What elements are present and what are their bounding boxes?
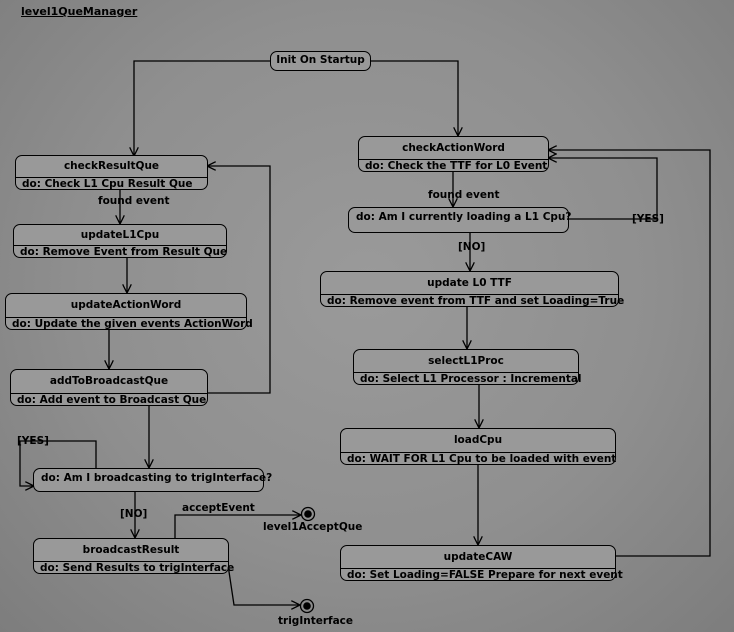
broadcasting-decision-state[interactable]: do: Am I broadcasting to trigInterface? bbox=[33, 468, 272, 492]
transition-accept-event bbox=[174, 515, 300, 540]
state-name: loadCpu bbox=[453, 434, 503, 446]
state-name: updateL1Cpu bbox=[80, 229, 160, 241]
broadcasting-decision-label: do: Am I broadcasting to trigInterface? bbox=[41, 472, 273, 484]
state-action: do: Check L1 Cpu Result Que bbox=[16, 177, 207, 190]
found-event-left-label: found event bbox=[98, 195, 170, 207]
load-cpu-state[interactable]: loadCpu do: WAIT FOR L1 Cpu to be loaded… bbox=[340, 428, 616, 465]
yes-right-label: [YES] bbox=[632, 213, 664, 225]
update-l0-ttf-state[interactable]: update L0 TTF do: Remove event from TTF … bbox=[320, 271, 624, 307]
accept-event-label: acceptEvent bbox=[182, 502, 255, 514]
transition-yes-loop-left bbox=[19, 440, 97, 486]
loading-decision-state[interactable]: do: Am I currently loading a L1 Cpu? bbox=[348, 207, 572, 233]
state-action: do: Add event to Broadcast Que bbox=[11, 393, 207, 406]
transition-yes-loop-right bbox=[549, 158, 658, 220]
loading-decision-label: do: Am I currently loading a L1 Cpu? bbox=[356, 211, 572, 223]
no-right-label: [NO] bbox=[458, 241, 486, 253]
transition-init-to-checkresultque bbox=[134, 60, 270, 155]
state-action: do: Remove event from TTF and set Loadin… bbox=[321, 294, 624, 307]
no-left-label: [NO] bbox=[120, 508, 148, 520]
transition-to-triginterface bbox=[227, 564, 299, 605]
found-event-right-label: found event bbox=[428, 189, 500, 201]
check-result-que-state[interactable]: checkResultQue do: Check L1 Cpu Result Q… bbox=[15, 155, 208, 190]
state-action: do: WAIT FOR L1 Cpu to be loaded with ev… bbox=[341, 452, 616, 465]
state-name: updateCAW bbox=[443, 551, 513, 563]
transition-init-to-checkactionword bbox=[371, 60, 458, 135]
update-action-word-state[interactable]: updateActionWord do: Update the given ev… bbox=[5, 293, 253, 330]
state-action: do: Send Results to trigInterface bbox=[34, 561, 234, 574]
state-name: update L0 TTF bbox=[427, 277, 512, 289]
state-name: updateActionWord bbox=[70, 299, 182, 311]
state-action: do: Update the given events ActionWord bbox=[6, 317, 253, 330]
init-on-startup-label: Init On Startup bbox=[276, 54, 365, 66]
update-caw-state[interactable]: updateCAW do: Set Loading=FALSE Prepare … bbox=[340, 545, 623, 581]
state-action: do: Select L1 Processor : Incremental bbox=[354, 372, 582, 385]
diagram-title: level1QueManager bbox=[21, 5, 138, 18]
trig-interface-label: trigInterface bbox=[278, 615, 354, 627]
state-name: checkActionWord bbox=[402, 142, 505, 154]
transition-loop-to-checkresultque bbox=[208, 166, 271, 394]
state-name: addToBroadcastQue bbox=[49, 375, 169, 387]
add-to-broadcast-que-state[interactable]: addToBroadcastQue do: Add event to Broad… bbox=[10, 369, 208, 406]
init-on-startup-state[interactable]: Init On Startup bbox=[270, 51, 371, 71]
yes-left-label: [YES] bbox=[17, 435, 49, 447]
state-action: do: Set Loading=FALSE Prepare for next e… bbox=[341, 568, 623, 581]
state-action: do: Check the TTF for L0 Event bbox=[359, 159, 548, 172]
update-l1-cpu-state[interactable]: updateL1Cpu do: Remove Event from Result… bbox=[13, 224, 227, 258]
broadcast-result-state[interactable]: broadcastResult do: Send Results to trig… bbox=[33, 538, 234, 574]
level1-accept-que-label: level1AcceptQue bbox=[263, 521, 363, 533]
select-l1-proc-state[interactable]: selectL1Proc do: Select L1 Processor : I… bbox=[353, 349, 582, 385]
state-name: checkResultQue bbox=[63, 160, 160, 172]
transition-loop-to-checkactionword bbox=[549, 150, 711, 557]
final-state-triginterface-icon bbox=[299, 598, 315, 614]
check-action-word-state[interactable]: checkActionWord do: Check the TTF for L0… bbox=[358, 136, 549, 172]
state-name: broadcastResult bbox=[82, 544, 180, 556]
final-state-level1acceptque-icon bbox=[300, 506, 316, 522]
state-name: selectL1Proc bbox=[428, 355, 504, 367]
state-action: do: Remove Event from Result Que bbox=[14, 245, 227, 258]
